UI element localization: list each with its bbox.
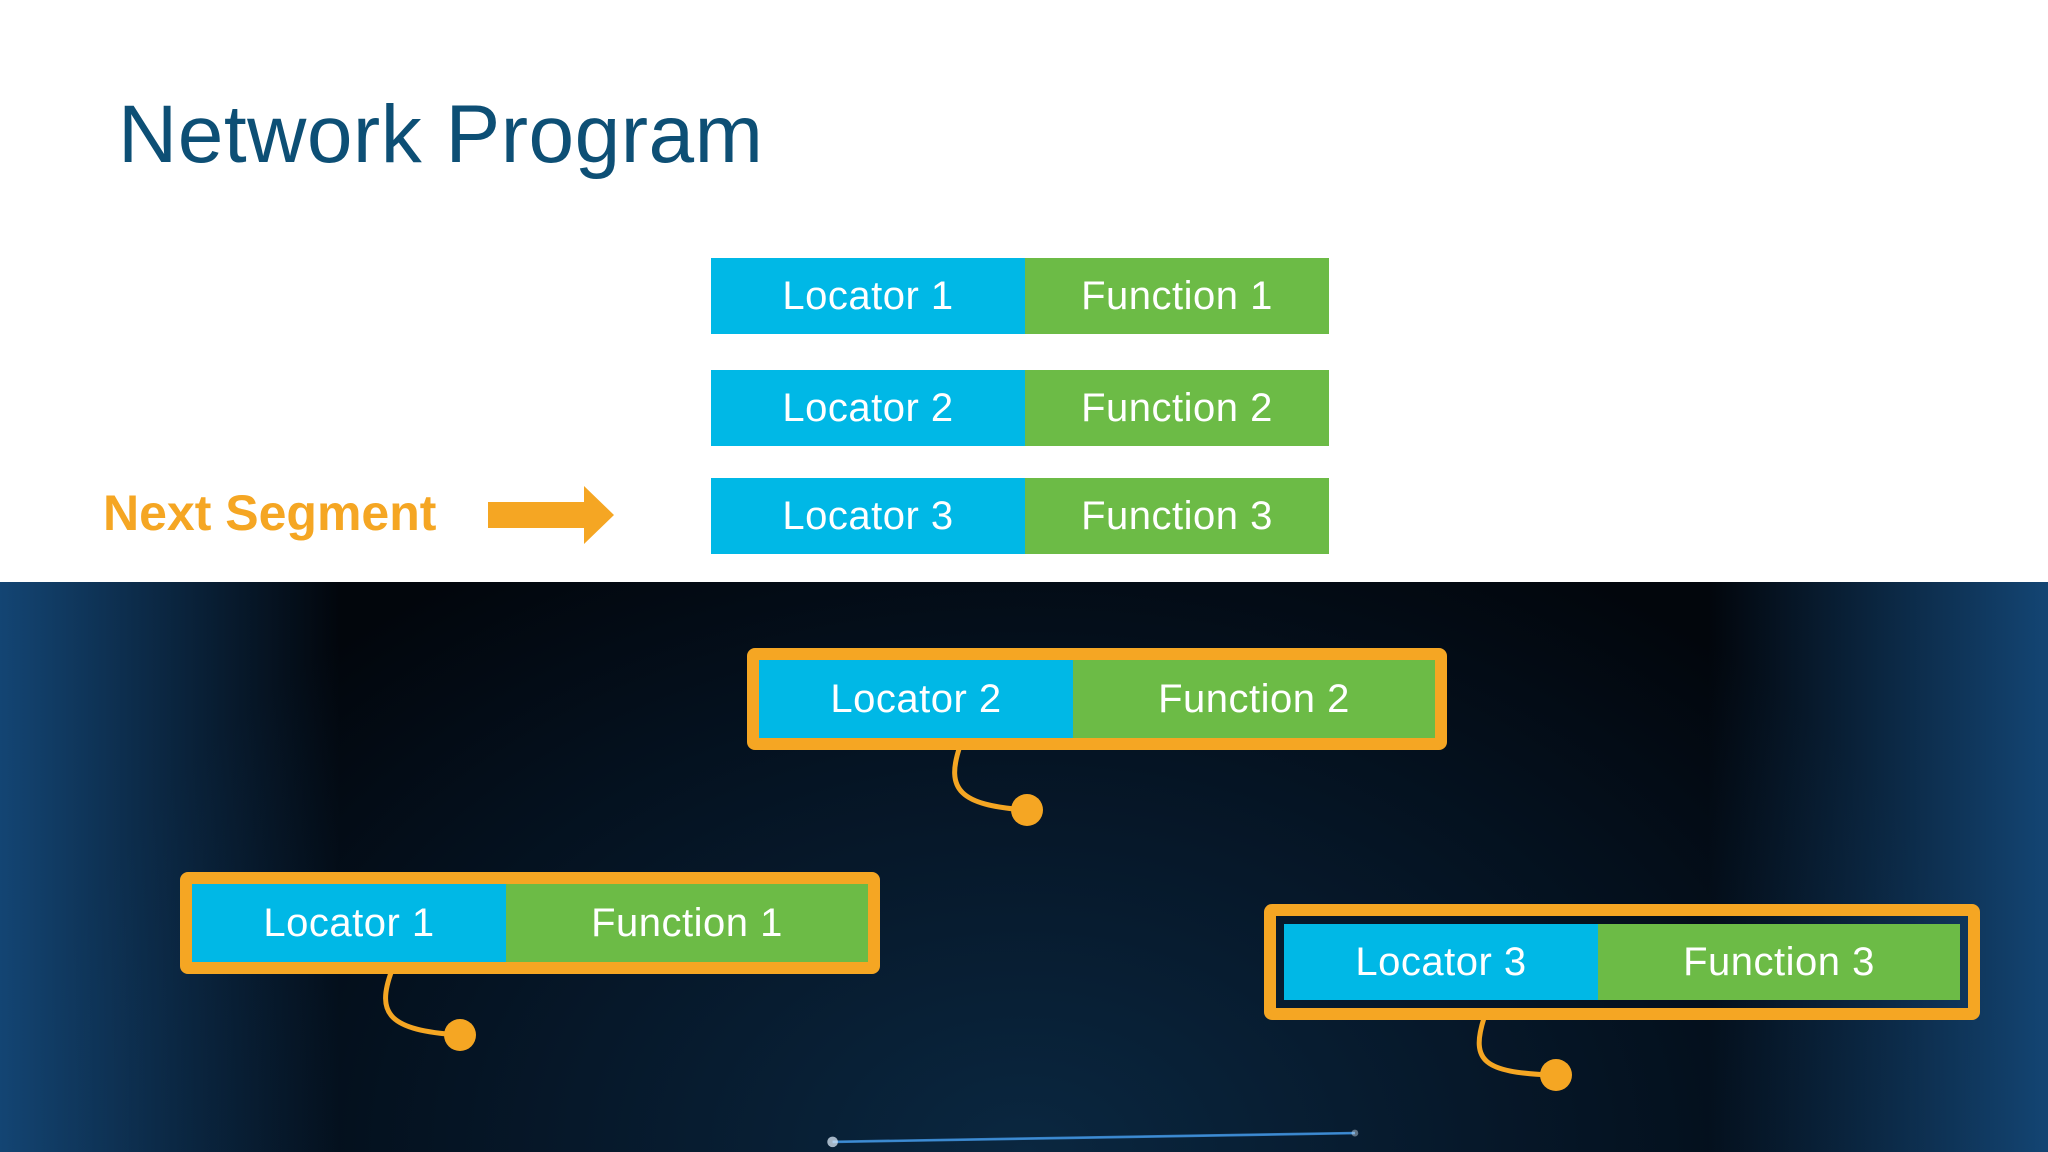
- function-cell: Function 3: [1025, 478, 1329, 554]
- program-row-1: Locator 1 Function 1: [711, 258, 1329, 334]
- pin-dot: [444, 1019, 476, 1051]
- program-row-3: Locator 3 Function 3: [711, 478, 1329, 554]
- mesh-nodes: [827, 1129, 1359, 1148]
- pin-line: [952, 745, 1026, 813]
- pin-line: [1476, 1017, 1551, 1078]
- right-arrow-icon: [488, 486, 614, 544]
- function-cell: Function 2: [1073, 660, 1435, 738]
- node-box-3: Locator 3 Function 3: [1264, 904, 1980, 1020]
- next-segment-label: Next Segment: [103, 485, 437, 541]
- page-title: Network Program: [118, 89, 764, 180]
- function-cell: Function 1: [506, 884, 868, 962]
- network-mesh-image: [827, 1129, 1359, 1148]
- node-box-2: Locator 2 Function 2: [747, 648, 1447, 750]
- program-row-2: Locator 2 Function 2: [711, 370, 1329, 446]
- mesh-lines: [832, 1131, 1355, 1144]
- pin-dot: [1540, 1059, 1572, 1091]
- locator-cell: Locator 1: [711, 258, 1025, 334]
- function-cell: Function 1: [1025, 258, 1329, 334]
- pin-line: [383, 969, 459, 1038]
- pin-dot: [1011, 794, 1043, 826]
- locator-cell: Locator 1: [192, 884, 506, 962]
- locator-cell: Locator 3: [711, 478, 1025, 554]
- function-cell: Function 3: [1598, 924, 1960, 1000]
- locator-cell: Locator 3: [1284, 924, 1598, 1000]
- locator-cell: Locator 2: [759, 660, 1073, 738]
- function-cell: Function 2: [1025, 370, 1329, 446]
- locator-cell: Locator 2: [711, 370, 1025, 446]
- node-box-1: Locator 1 Function 1: [180, 872, 880, 974]
